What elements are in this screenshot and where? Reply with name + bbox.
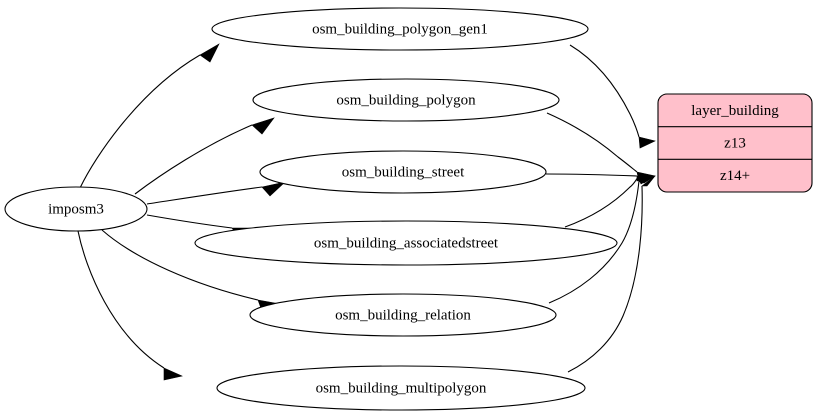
edge-imposm3-to-polygon xyxy=(134,117,275,195)
edge-polygon-to-z14plus xyxy=(546,112,657,183)
node-label: osm_building_street xyxy=(342,164,465,180)
edge-line xyxy=(545,173,638,177)
edge-line xyxy=(567,185,643,373)
edge-line xyxy=(134,124,253,195)
arrowhead-icon xyxy=(638,136,656,149)
edge-line xyxy=(101,229,259,301)
layer-table-body xyxy=(657,93,813,193)
edge-multipolygon-to-z14plus xyxy=(567,175,656,373)
table-node-shape xyxy=(211,7,589,51)
node-osm_building_polygon[interactable]: osm_building_polygon xyxy=(252,78,560,122)
edge-line xyxy=(564,176,639,228)
edge-imposm3-to-polygon-gen1 xyxy=(79,43,220,189)
node-label: osm_building_relation xyxy=(335,307,471,323)
arrowhead-icon xyxy=(261,181,287,197)
source-node-shape xyxy=(4,186,148,232)
node-osm_building_street[interactable]: osm_building_street xyxy=(259,150,547,194)
edge-line xyxy=(548,180,640,304)
node-label: osm_building_polygon_gen1 xyxy=(312,21,488,37)
edge-polygon-gen1-to-z13 xyxy=(569,44,656,149)
arrowhead-icon xyxy=(199,43,220,63)
arrowhead-icon xyxy=(163,367,183,381)
table-node-shape xyxy=(249,293,557,337)
table-node-shape xyxy=(216,365,586,411)
node-osm_building_multipolygon[interactable]: osm_building_multipolygon xyxy=(216,365,586,411)
edge-imposm3-to-street xyxy=(146,181,287,205)
edge-line xyxy=(146,214,233,229)
layer-building-table[interactable]: layer_building z13 z14+ xyxy=(657,93,813,193)
layer-table-row-zoom-z13[interactable]: z13 xyxy=(658,127,812,160)
edge-line xyxy=(569,44,640,138)
edge-line xyxy=(77,230,165,369)
layer-table-row-layer-name[interactable]: layer_building xyxy=(658,94,812,127)
arrowhead-icon xyxy=(641,175,656,187)
edge-line xyxy=(146,186,263,205)
node-osm_building_relation[interactable]: osm_building_relation xyxy=(249,293,557,337)
table-node-shape xyxy=(259,150,547,194)
row-label: layer_building xyxy=(691,103,779,119)
node-label: osm_building_associatedstreet xyxy=(314,235,499,251)
row-label: z14+ xyxy=(720,168,750,184)
node-imposm3[interactable]: imposm3 xyxy=(4,186,148,232)
layer-table-row-zoom-z14plus[interactable]: z14+ xyxy=(658,159,812,192)
arrowhead-icon xyxy=(638,175,656,184)
row-label: z13 xyxy=(724,135,746,151)
table-node-shape xyxy=(252,78,560,122)
node-label: imposm3 xyxy=(48,201,104,217)
edge-imposm3-to-multipolygon xyxy=(77,230,183,381)
node-label: osm_building_multipolygon xyxy=(316,380,487,396)
node-osm_building_associatedstreet[interactable]: osm_building_associatedstreet xyxy=(194,220,618,266)
edge-line xyxy=(79,54,201,189)
node-osm_building_polygon_gen1[interactable]: osm_building_polygon_gen1 xyxy=(211,7,589,51)
nodes-layer: imposm3 osm_building_polygon_gen1 osm_buil… xyxy=(4,7,618,411)
edge-relation-to-z14plus xyxy=(548,175,656,304)
table-node-shape xyxy=(194,220,618,266)
node-label: osm_building_polygon xyxy=(336,92,476,108)
edge-line xyxy=(546,112,638,173)
arrowhead-icon xyxy=(251,117,275,135)
